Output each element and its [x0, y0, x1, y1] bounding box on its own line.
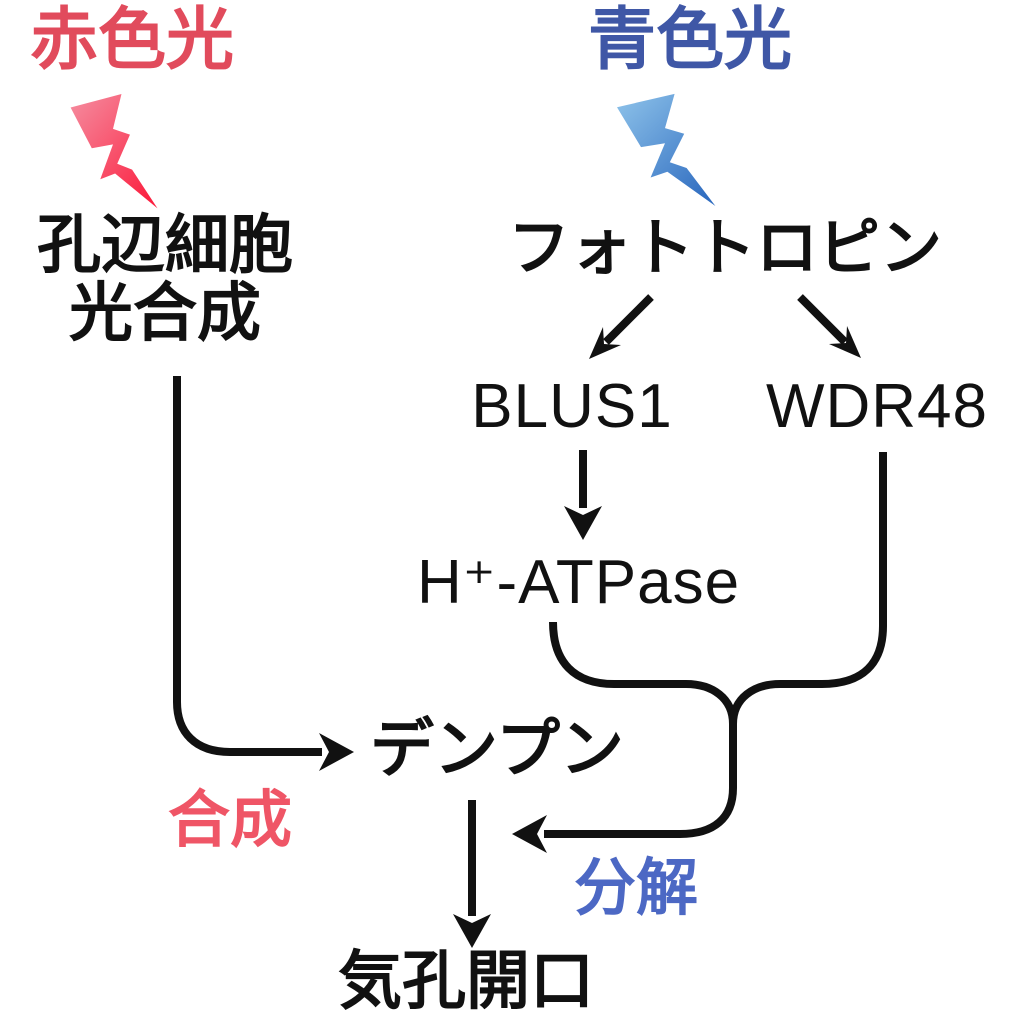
branch-atpase-to-merge — [549, 621, 737, 725]
stomatal-opening-node: 気孔開口 — [338, 945, 594, 1017]
guard-cell-line1: 孔辺細胞 — [37, 209, 293, 281]
arrow-photosynthesis-to-starch — [173, 376, 354, 771]
arrow-merge-to-starch — [512, 716, 737, 853]
arrow-phototropin-to-wdr48 — [797, 294, 861, 358]
guard-cell-line2: 光合成 — [69, 276, 261, 349]
red-lightning-icon — [70, 93, 158, 209]
blus1-node: BLUS1 — [471, 372, 673, 441]
red-light-label: 赤色光 — [30, 2, 235, 78]
branch-wdr48-to-merge — [729, 452, 887, 725]
h-atpase-node: H⁺-ATPase — [417, 548, 741, 617]
blue-lightning-icon — [617, 93, 716, 206]
arrow-starch-to-stomatal-opening — [453, 800, 491, 948]
synthesis-edge-label: 合成 — [168, 786, 293, 855]
phototropin-node: フォトトロピン — [507, 214, 943, 283]
starch-node: デンプン — [369, 713, 625, 785]
blue-light-label: 青色光 — [588, 2, 793, 78]
arrow-phototropin-to-blus1 — [589, 294, 654, 359]
arrow-blus1-to-atpase — [564, 450, 602, 540]
guard-cell-photosynthesis-node: 孔辺細胞 光合成 — [37, 209, 293, 349]
degradation-edge-label: 分解 — [574, 854, 699, 923]
wdr48-node: WDR48 — [765, 372, 989, 441]
